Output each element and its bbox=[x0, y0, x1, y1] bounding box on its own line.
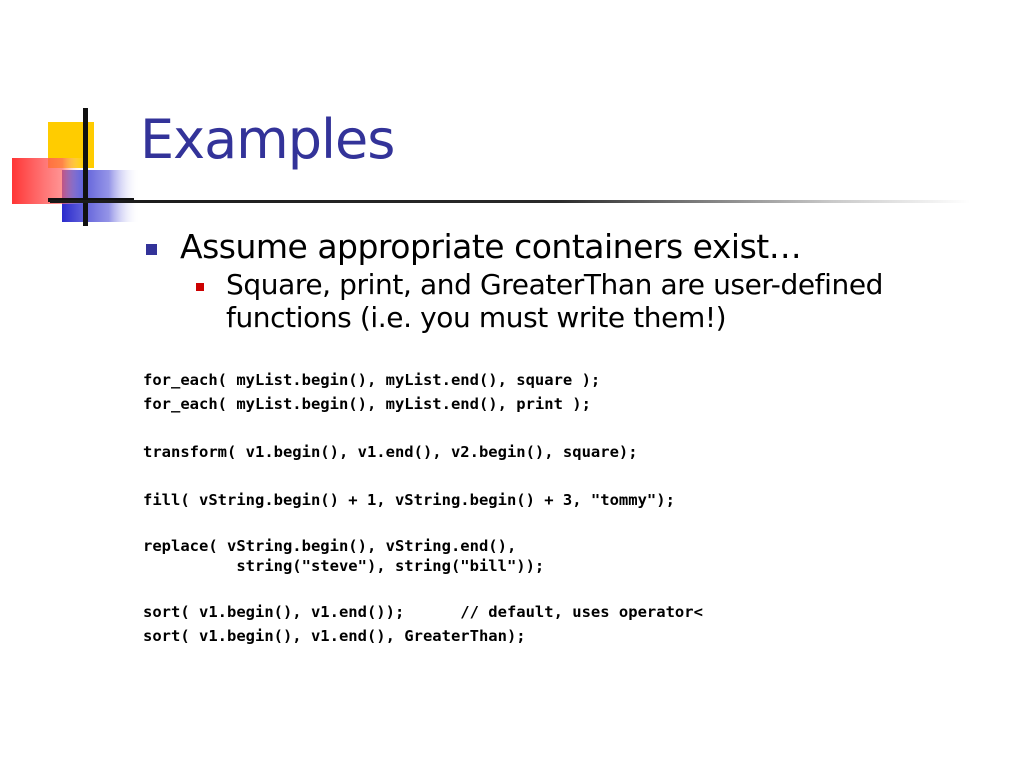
sub-bullet-text: Square, print, and GreaterThan are user-… bbox=[226, 268, 884, 334]
bullet-list: Assume appropriate containers exist… Squ… bbox=[142, 226, 982, 334]
code-line: transform( v1.begin(), v1.end(), v2.begi… bbox=[143, 443, 638, 461]
bullet-item: Assume appropriate containers exist… bbox=[142, 226, 982, 267]
code-block: for_each( myList.begin(), myList.end(), … bbox=[143, 368, 703, 648]
square-bullet-icon bbox=[196, 283, 204, 292]
code-line: sort( v1.begin(), v1.end(), GreaterThan)… bbox=[143, 627, 526, 645]
bullet-text: Assume appropriate containers exist… bbox=[180, 227, 802, 266]
code-line: for_each( myList.begin(), myList.end(), … bbox=[143, 371, 601, 389]
title-divider bbox=[50, 200, 970, 203]
code-line: string("steve"), string("bill")); bbox=[143, 557, 545, 575]
code-line: for_each( myList.begin(), myList.end(), … bbox=[143, 395, 591, 413]
code-line: replace( vString.begin(), vString.end(), bbox=[143, 537, 517, 555]
slide-title: Examples bbox=[140, 108, 395, 171]
code-line: fill( vString.begin() + 1, vString.begin… bbox=[143, 491, 675, 509]
square-bullet-icon bbox=[146, 244, 157, 255]
sub-bullet-item: Square, print, and GreaterThan are user-… bbox=[188, 268, 982, 334]
squares-cross-logo-icon bbox=[12, 108, 140, 226]
code-line: sort( v1.begin(), v1.end()); // default,… bbox=[143, 603, 703, 621]
